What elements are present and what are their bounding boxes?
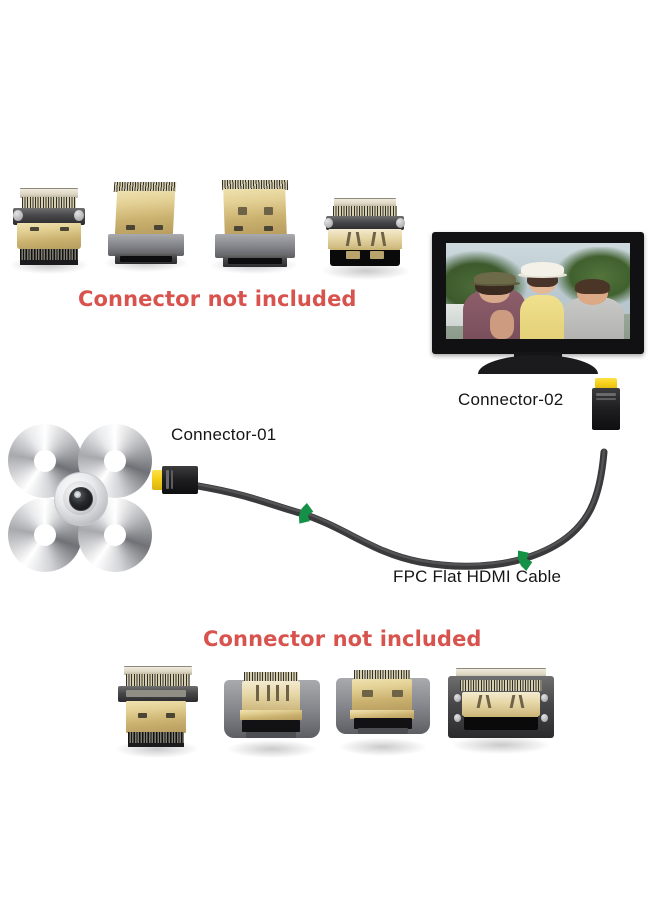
connector-top-4 — [320, 198, 412, 280]
cable-clip-1 — [298, 502, 314, 524]
quadcopter-drone — [6, 424, 154, 574]
top-not-included-notice: Connector not included — [78, 287, 357, 311]
connector-02-gold-tip — [595, 378, 617, 391]
photo-woman-arm — [490, 310, 515, 339]
connector-01-label: Connector-01 — [171, 425, 277, 444]
connector-bottom-3 — [336, 670, 430, 756]
connector-bottom-2 — [224, 672, 320, 758]
connector-bottom-1 — [112, 666, 202, 758]
cable-highlight — [196, 449, 606, 566]
tv-bezel — [432, 232, 644, 354]
connector-02-plug — [592, 378, 620, 430]
drone-camera-lens — [69, 487, 93, 511]
cable-label: FPC Flat HDMI Cable — [393, 567, 562, 586]
bottom-not-included-notice: Connector not included — [203, 627, 482, 651]
connector-02-label: Connector-02 — [458, 390, 564, 409]
photo-man-hair — [574, 279, 610, 294]
connector-01-body — [162, 466, 198, 494]
photo-girl-hat — [521, 262, 564, 276]
connector-02-body — [592, 388, 620, 430]
connector-01-plug — [152, 466, 202, 494]
connector-bottom-4 — [448, 668, 554, 754]
drone-lens-glint — [74, 491, 81, 498]
tv-screen — [446, 243, 630, 339]
cable-clip-2 — [517, 550, 533, 571]
tv-stand-base — [478, 355, 598, 374]
connector-top-3 — [208, 180, 300, 274]
connector-top-1 — [8, 188, 90, 274]
connector-01-gold-tip — [152, 470, 164, 490]
photo-woman-hat — [473, 271, 516, 285]
photo-girl-body — [519, 294, 564, 339]
connector-top-2 — [102, 182, 190, 272]
